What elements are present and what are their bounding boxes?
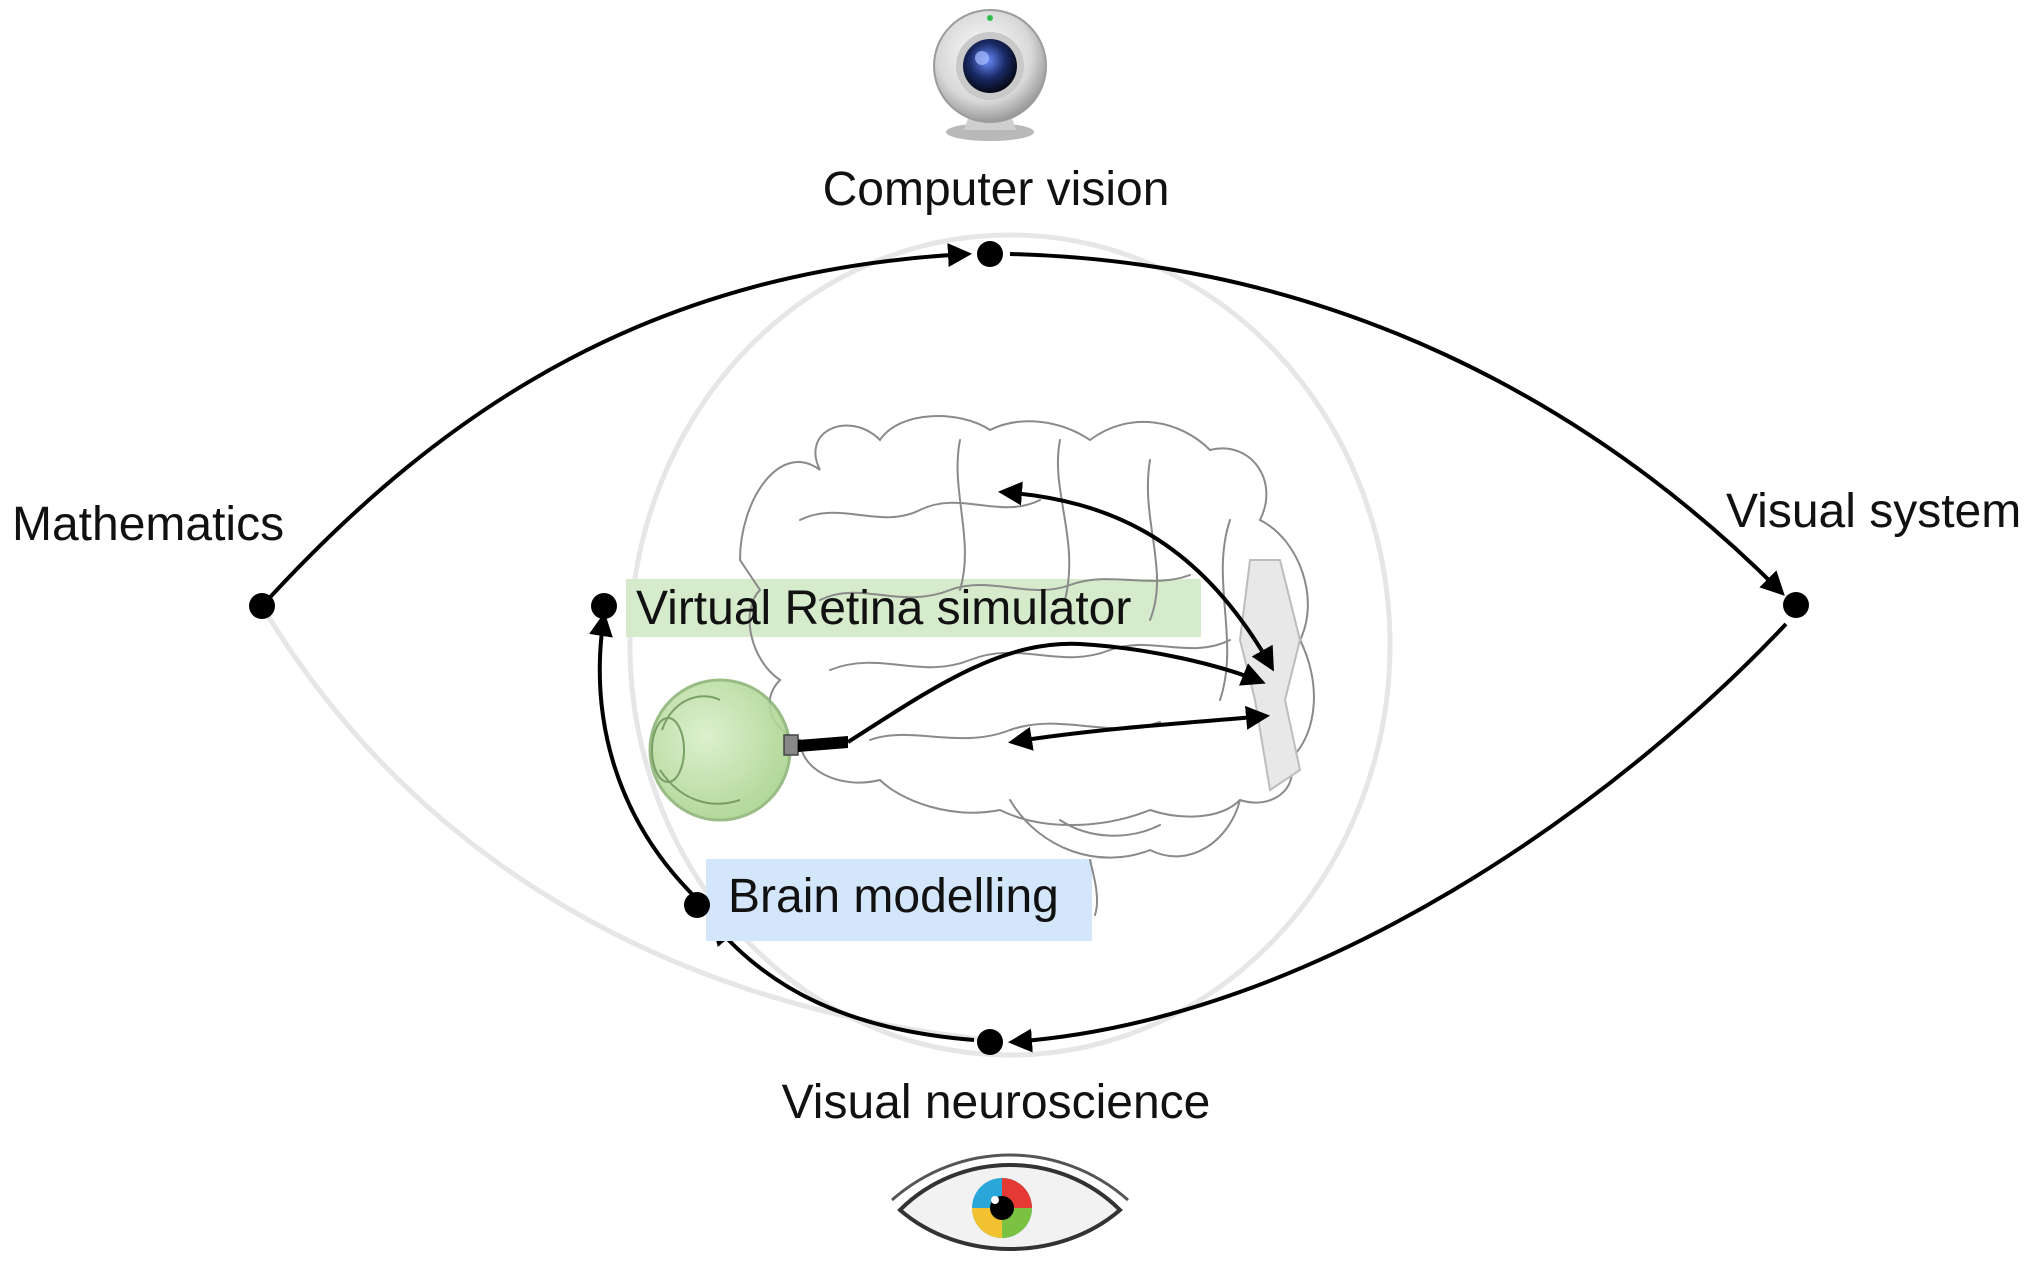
brain-modelling-highlight <box>706 859 1092 941</box>
edge-mathematics-to-computer-vision <box>260 243 972 608</box>
edge-visual-neuroscience-to-brain-modelling <box>711 920 975 1042</box>
node-brain-modelling <box>684 892 710 918</box>
label-visual-neuroscience: Visual neuroscience <box>782 1076 1211 1129</box>
ghost-arc-left <box>259 604 989 1043</box>
node-computer-vision <box>977 241 1003 267</box>
edge-visual-system-to-visual-neuroscience <box>1008 622 1788 1053</box>
label-mathematics: Mathematics <box>12 498 284 551</box>
label-brain-modelling: Brain modelling <box>728 870 1059 923</box>
webcam-icon <box>933 9 1047 141</box>
optic-pathway-arrow <box>846 641 1266 744</box>
node-mathematics <box>249 593 275 619</box>
background-circle <box>627 232 1393 1058</box>
node-visual-neuroscience <box>977 1029 1003 1055</box>
edge-brain-modelling-to-virtual-retina <box>589 612 696 898</box>
node-visual-system <box>1783 592 1809 618</box>
cortex-pathway-arrow-lower <box>1008 705 1270 751</box>
cortex-pathway-arrow-upper <box>998 481 1274 672</box>
eyeball-sketch-icon <box>648 678 848 822</box>
label-computer-vision: Computer vision <box>823 163 1170 216</box>
label-virtual-retina: Virtual Retina simulator <box>636 582 1131 635</box>
node-virtual-retina <box>591 593 617 619</box>
brain-sketch-icon <box>738 415 1315 916</box>
edge-computer-vision-to-visual-system <box>1009 252 1785 596</box>
human-eye-icon <box>891 1153 1129 1251</box>
label-visual-system: Visual system <box>1726 485 2021 538</box>
